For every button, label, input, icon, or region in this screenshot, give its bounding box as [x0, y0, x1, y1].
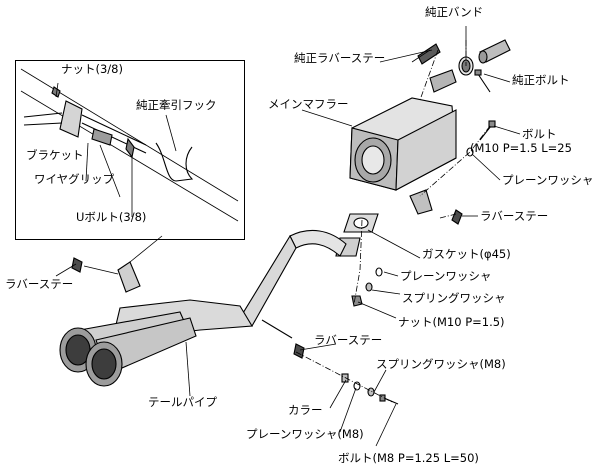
label-plain-washer-m8: プレーンワッシャ(M8): [246, 427, 364, 441]
gasket: [343, 213, 379, 233]
label-bolt-lower: ボルト(M8 P=1.25 L=50): [338, 451, 479, 465]
label-rubber-stay-right: ラバーステー: [480, 209, 549, 223]
spring-washer-mid: [365, 282, 373, 292]
tail-bracket: [117, 261, 141, 293]
label-genuine-band: 純正バンド: [425, 5, 484, 19]
label-spring-washer-mid: スプリングワッシャ: [402, 291, 506, 305]
label-plain-washer-mid: プレーンワッシャ: [400, 269, 492, 283]
bolt-lower: [379, 394, 399, 405]
leader-lines: [55, 26, 521, 447]
bolt-upper: [479, 120, 496, 141]
main-muffler: [349, 69, 457, 215]
spring-washer-m8: [367, 387, 375, 397]
label-genuine-bolt: 純正ボルト: [512, 73, 570, 87]
mid-pipe: [239, 229, 361, 327]
inset-label-tow-hook: 純正牽引フック: [136, 98, 217, 112]
inset-label-bracket: ブラケット: [26, 148, 84, 162]
label-rubber-stay-lower: ラバーステー: [314, 333, 383, 347]
nut-part: [51, 86, 61, 98]
nut-mid: [351, 295, 363, 307]
label-spring-washer-m8: スプリングワッシャ(M8): [376, 357, 506, 371]
label-nut-mid: ナット(M10 P=1.5): [398, 315, 505, 329]
detail-inset: ナット(3/8) 純正牽引フック ブラケット ワイヤグリップ Uボルト(3/8): [15, 60, 245, 240]
label-collar: カラー: [288, 403, 323, 417]
label-bolt-upper: ボルト: [522, 127, 557, 141]
tow-hook-part: [155, 142, 194, 182]
label-gasket: ガスケット(φ45): [422, 247, 511, 261]
bracket-plate: [59, 100, 83, 138]
label-tail-pipe: テールパイプ: [148, 395, 217, 409]
rubber-stay-left: [71, 257, 119, 275]
genuine-rubber-stay-top: [411, 43, 441, 65]
tail-pipe: [59, 299, 253, 387]
plain-washer-m8: [353, 381, 361, 391]
rubber-stay-right: [451, 209, 463, 225]
wire-grip-part: [91, 128, 113, 146]
plain-washer-mid: [375, 267, 383, 277]
collar: [341, 373, 349, 383]
inset-label-u-bolt: Uボルト(3/8): [76, 210, 147, 224]
detail-inset-drawing: [20, 68, 239, 222]
assembly-lines: [295, 40, 491, 403]
genuine-bolt: [474, 69, 491, 93]
label-genuine-rubber-stay: 純正ラバーステー: [294, 51, 386, 65]
genuine-pipe-end: [478, 39, 511, 64]
label-bolt-upper-spec: (M10 P=1.5 L=25: [470, 141, 572, 155]
rubber-stay-lower: [293, 343, 305, 359]
inset-label-nut: ナット(3/8): [61, 62, 123, 76]
label-main-muffler: メインマフラー: [268, 97, 349, 111]
label-plain-washer-upper: プレーンワッシャ: [502, 173, 594, 187]
lower-hanger-rod: [261, 319, 293, 339]
inset-label-wire-grip: ワイヤグリップ: [34, 172, 115, 186]
label-rubber-stay-left: ラバーステー: [5, 277, 74, 291]
